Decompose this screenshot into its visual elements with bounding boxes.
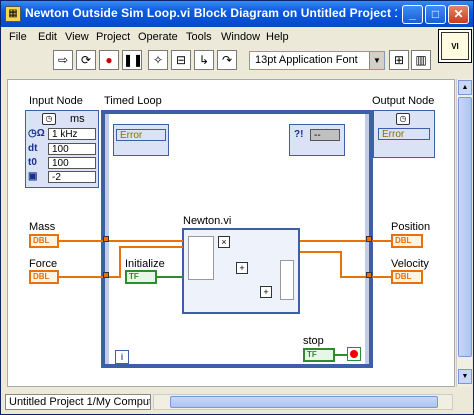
stop-condition-terminal[interactable]	[347, 347, 361, 361]
error-out-field[interactable]: Error	[378, 128, 430, 140]
status-bar: Untitled Project 1/My Computer	[1, 390, 473, 414]
menu-project[interactable]: Project	[96, 31, 131, 43]
horizontal-scroll-thumb[interactable]	[170, 396, 438, 408]
maximize-button[interactable]: □	[425, 5, 446, 24]
newton-vi-label: Newton.vi	[183, 215, 232, 227]
velocity-indicator[interactable]: DBL	[391, 270, 423, 284]
stop-wire	[335, 354, 347, 356]
close-button[interactable]: ✕	[448, 5, 469, 24]
mass-control[interactable]: DBL	[29, 234, 59, 248]
clock-icon: ◷	[396, 113, 410, 125]
menu-window[interactable]: Window	[221, 31, 261, 43]
output-node[interactable]: ◷ Error	[373, 110, 435, 158]
menu-bar: File Edit View Project Operate Tools Win…	[1, 27, 431, 47]
left-data-node[interactable]: Error	[113, 124, 169, 156]
align-icon[interactable]: ⊞	[389, 50, 409, 70]
step-over-icon[interactable]: ↷	[217, 50, 237, 70]
timed-loop-label: Timed Loop	[104, 95, 162, 107]
error-in-field[interactable]: Error	[116, 129, 166, 141]
newton-subvi[interactable]: × + +	[182, 228, 300, 314]
chevron-down-icon[interactable]: ▼	[369, 52, 384, 69]
offset-field[interactable]: 100	[48, 157, 96, 169]
minimize-button[interactable]: _	[402, 5, 423, 24]
velocity-wire	[300, 251, 340, 253]
initialize-wire	[157, 276, 183, 278]
velocity-wire-vertical	[340, 251, 342, 278]
stop-condition-icon	[350, 350, 358, 358]
vertical-scroll-thumb[interactable]	[458, 97, 472, 357]
position-label: Position	[391, 221, 431, 233]
force-tunnel[interactable]	[103, 272, 109, 278]
scroll-down-icon[interactable]: ▼	[458, 369, 472, 384]
menu-tools[interactable]: Tools	[186, 31, 212, 43]
scroll-up-icon[interactable]: ▲	[458, 80, 472, 95]
input-node-label: Input Node	[29, 95, 83, 107]
force-label: Force	[29, 258, 58, 270]
ms-label: ms	[70, 113, 85, 125]
title-bar[interactable]: ▦ Newton Outside Sim Loop.vi Block Diagr…	[1, 1, 473, 27]
labview-block-diagram-icon: ▦	[5, 6, 21, 22]
dt-label: dt	[28, 143, 38, 154]
offset-label: t0	[28, 157, 37, 168]
vertical-scrollbar[interactable]: ▲ ▼	[456, 79, 472, 387]
iteration-terminal[interactable]: i	[115, 350, 129, 364]
force-control[interactable]: DBL	[29, 270, 59, 284]
project-context[interactable]: Untitled Project 1/My Computer	[5, 394, 151, 410]
force-wire-vertical	[119, 246, 121, 278]
pause-icon[interactable]: ❚❚	[122, 50, 143, 70]
error-status-field[interactable]: --	[310, 129, 340, 141]
run-continuously-icon[interactable]: ⟳	[76, 50, 96, 70]
mass-label: Mass	[29, 221, 56, 233]
integrate-icon: +	[260, 286, 272, 298]
clock-icon: ◷	[42, 113, 56, 125]
toolbar: ⇨ ⟳ ● ❚❚ ✧ ⊟ ↳ ↷ ↑ 13pt Application Font…	[1, 48, 431, 74]
add-icon: +	[236, 262, 248, 274]
menu-view[interactable]: View	[65, 31, 89, 43]
retain-wire-values-icon[interactable]: ⊟	[171, 50, 191, 70]
vi-connector-icon[interactable]: VI	[438, 29, 472, 63]
right-data-node[interactable]: ?! --	[289, 124, 345, 156]
force-wire	[59, 276, 119, 278]
velocity-tunnel[interactable]	[366, 272, 372, 278]
horizontal-scrollbar[interactable]	[153, 394, 453, 410]
menu-edit[interactable]: Edit	[38, 31, 57, 43]
force-wire-to-subvi	[119, 246, 183, 248]
dt-field[interactable]: 100	[48, 143, 96, 155]
mode-icon: ▣	[28, 171, 38, 182]
step-into-icon[interactable]: ↳	[194, 50, 214, 70]
input-node[interactable]: ◷ ms ◷Ω 1 kHz dt 100 t0 100 ▣ -2	[25, 110, 99, 188]
subvi-input-cluster	[188, 236, 214, 280]
run-arrow-icon[interactable]: ⇨	[53, 50, 73, 70]
position-indicator[interactable]: DBL	[391, 234, 423, 248]
window-title: Newton Outside Sim Loop.vi Block Diagram…	[25, 6, 397, 20]
error-out-symbol: ?!	[294, 129, 304, 140]
font-select[interactable]: 13pt Application Font ▼	[249, 51, 385, 70]
vi-icon-graphic: VI	[441, 32, 469, 60]
abort-icon[interactable]: ●	[99, 50, 119, 70]
initialize-control[interactable]: TF	[125, 270, 157, 284]
period-field[interactable]: 1 kHz	[48, 128, 96, 140]
menu-help[interactable]: Help	[266, 31, 289, 43]
font-select-value: 13pt Application Font	[255, 54, 358, 66]
highlight-execution-icon[interactable]: ✧	[148, 50, 168, 70]
position-tunnel[interactable]	[366, 236, 372, 242]
distribute-icon[interactable]: ▥	[411, 50, 431, 70]
multiply-icon: ×	[218, 236, 230, 248]
stop-control[interactable]: TF	[303, 348, 335, 362]
mode-field[interactable]: -2	[48, 171, 96, 183]
velocity-label: Velocity	[391, 258, 429, 270]
mass-tunnel[interactable]	[103, 236, 109, 242]
output-node-label: Output Node	[372, 95, 435, 107]
position-wire	[300, 240, 391, 242]
velocity-wire-out	[340, 276, 391, 278]
menu-operate[interactable]: Operate	[138, 31, 178, 43]
subvi-output-cluster	[280, 260, 294, 300]
initialize-label: Initialize	[125, 258, 165, 270]
stop-label: stop	[303, 335, 324, 347]
mass-wire	[59, 240, 183, 242]
menu-file[interactable]: File	[9, 31, 27, 43]
source-terminal-icon: ◷Ω	[28, 128, 45, 139]
